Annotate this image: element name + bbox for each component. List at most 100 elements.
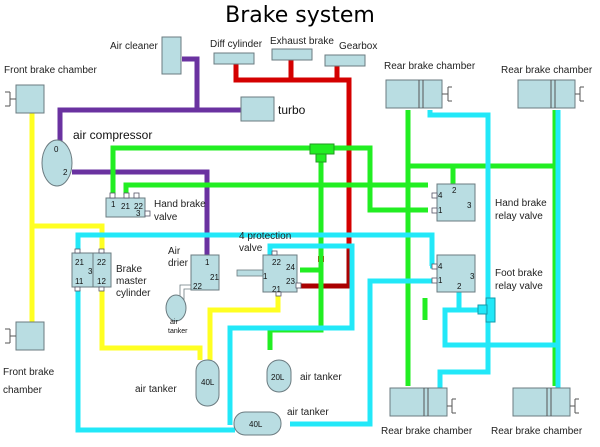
- rear-brake-chamber-label: Rear brake chamber: [491, 426, 583, 437]
- drier-to-small-tank-pipe-b: [183, 288, 192, 300]
- tank-capacity-label: 20L: [271, 373, 285, 382]
- protection-valve-label: 4 protection: [239, 231, 291, 242]
- port: [295, 282, 302, 289]
- cyan-foot-relay-out: [442, 292, 558, 348]
- rear-brake-chamber-label: Rear brake chamber: [501, 65, 593, 76]
- air-cleaner-pipe: [182, 56, 200, 108]
- cyan-master-top: [75, 232, 435, 266]
- air-drier-label: Air: [168, 246, 181, 257]
- port-label: 3: [88, 267, 93, 276]
- rear-brake-chamber-top-right[interactable]: [517, 79, 584, 109]
- port: [98, 248, 105, 254]
- foot-relay-valve-label: Foot brake: [495, 268, 543, 279]
- cyan-tank-to-foot-relay: [290, 278, 432, 427]
- port-label: 1: [205, 258, 210, 267]
- gearbox-label: Gearbox: [339, 41, 377, 52]
- prot-valve-23-pipe: [300, 250, 352, 289]
- air-tanker-40l-horizontal[interactable]: [233, 411, 282, 436]
- small-air-tanker-label: tanker: [168, 328, 188, 335]
- four-protection-valve[interactable]: [262, 254, 298, 293]
- brake-master-cylinder-label: cylinder: [116, 288, 151, 299]
- tank-capacity-label: 40L: [249, 420, 263, 429]
- hand-brake-valve-label: valve: [154, 212, 178, 223]
- port-label: 22: [97, 258, 106, 267]
- air-tanker-label: air tanker: [287, 407, 329, 418]
- port: [144, 210, 151, 217]
- yellow-prot-21: [207, 292, 281, 360]
- port: [431, 192, 438, 199]
- port: [271, 250, 278, 256]
- front-brake-chamber-top[interactable]: [15, 84, 45, 114]
- port: [74, 286, 81, 292]
- port-label: 4: [438, 191, 443, 200]
- foot-brake-relay-valve[interactable]: [436, 254, 476, 293]
- chamber-pushrod-icon: [5, 328, 16, 344]
- turbo-label: turbo: [278, 103, 306, 117]
- air-tanker-40l-vertical[interactable]: [195, 359, 220, 407]
- air-compressor[interactable]: [41, 139, 73, 187]
- air-intake-lines: [57, 56, 242, 258]
- chamber-pushrod-icon: [442, 86, 452, 102]
- air-cleaner-label: Air cleaner: [110, 41, 158, 52]
- air-cleaner[interactable]: [161, 36, 182, 75]
- rear-circuit-lines: [75, 110, 561, 433]
- front-brake-chamber-bottom-label: chamber: [3, 385, 43, 396]
- rear-brake-chamber-bottom-left[interactable]: [389, 387, 456, 417]
- port-label: 12: [97, 277, 106, 286]
- port-label: 2: [452, 186, 457, 195]
- hand-brake-valve-label: Hand brake: [154, 199, 206, 210]
- port-label: 21: [121, 202, 130, 211]
- hand-relay-valve-label: relay valve: [495, 211, 543, 222]
- port-label: 11: [75, 277, 84, 286]
- diff-cylinder[interactable]: [213, 52, 255, 65]
- turbo[interactable]: [240, 96, 275, 122]
- port: [431, 263, 438, 270]
- diff-cylinder-label: Diff cylinder: [210, 39, 263, 50]
- diagram-title: Brake system: [225, 3, 375, 28]
- chamber-body: [385, 79, 443, 109]
- air-drier[interactable]: [190, 254, 220, 291]
- port-label: 3: [136, 209, 141, 218]
- small-air-tanker[interactable]: [165, 294, 187, 322]
- port-label: 2: [63, 168, 68, 177]
- drier-to-protection-pipe: [236, 269, 264, 277]
- port-label: 22: [134, 202, 143, 211]
- chamber-pushrod-icon: [575, 86, 584, 102]
- rear-brake-chamber-label: Rear brake chamber: [384, 61, 476, 72]
- port: [123, 192, 130, 199]
- port-label: 21: [210, 273, 219, 282]
- gearbox[interactable]: [324, 54, 366, 67]
- drier-to-small-tank-pipe-a: [179, 284, 192, 300]
- front-circuit-lines: [29, 112, 281, 360]
- yellow-master-to-tank: [99, 290, 203, 360]
- air-tanker-20l[interactable]: [266, 359, 292, 393]
- rear-brake-chamber-bottom-right[interactable]: [512, 387, 579, 417]
- rear-brake-chamber-top-left[interactable]: [385, 79, 452, 109]
- port-label: 21: [272, 285, 281, 294]
- port: [431, 207, 438, 214]
- front-brake-chamber-top-label: Front brake chamber: [4, 65, 97, 76]
- cyan-tee-stem: [477, 304, 488, 315]
- chamber-body: [389, 387, 448, 417]
- green-loop-top: [110, 145, 428, 213]
- cyan-to-rear-bl: [437, 310, 491, 388]
- compressor-output-pipe: [72, 169, 210, 258]
- port: [98, 286, 105, 292]
- port: [431, 277, 438, 284]
- hand-relay-valve-label: Hand brake: [495, 198, 547, 209]
- air-tanker-label: air tanker: [300, 372, 342, 383]
- green-hand-valve-line: [123, 182, 428, 195]
- port-label: 1: [111, 200, 116, 209]
- port: [109, 192, 116, 199]
- exhaust-brake[interactable]: [271, 48, 313, 61]
- cyan-rear-tl: [427, 110, 491, 310]
- air-tanker-label: air tanker: [135, 384, 177, 395]
- cyan-master-bottom: [75, 290, 235, 433]
- port-label: 3: [470, 272, 475, 281]
- green-tee-stem: [315, 153, 327, 163]
- chamber-body: [517, 79, 576, 109]
- brake-master-cylinder-label: master: [116, 276, 147, 287]
- hand-brake-relay-valve[interactable]: [436, 183, 476, 222]
- port: [133, 192, 140, 199]
- front-brake-chamber-bottom[interactable]: [15, 321, 45, 351]
